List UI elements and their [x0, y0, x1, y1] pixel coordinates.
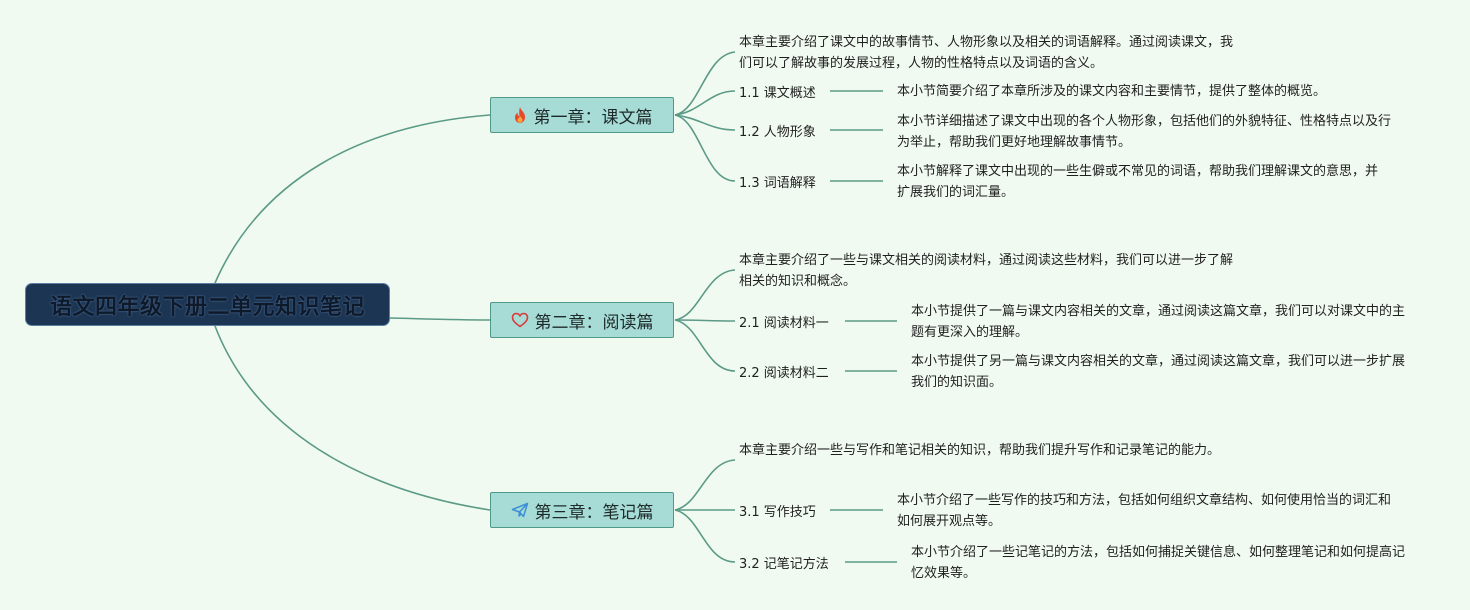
ch3-summary-link — [674, 459, 736, 511]
ch2-sec2-link — [674, 319, 736, 372]
fire-icon — [512, 106, 528, 124]
chapter-1-summary: 本章主要介绍了课文中的故事情节、人物形象以及相关的词语解释。通过阅读课文，我们可… — [739, 35, 1234, 71]
section-1-1-desc: 本小节简要介绍了本章所涉及的课文内容和主要情节，提供了整体的概览。 — [897, 84, 1327, 99]
ch3-sec2-link — [674, 509, 736, 563]
section-3-1-label[interactable]: 3.1 写作技巧 — [739, 505, 816, 520]
ch1-sec1-link — [674, 90, 736, 116]
section-2-2-desc: 本小节提供了另一篇与课文内容相关的文章，通过阅读这篇文章，我们可以进一步扩展我们… — [911, 354, 1406, 390]
ch2-summary-link — [674, 269, 736, 321]
chapter-1-title: 第一章：课文篇 — [533, 107, 653, 128]
root-topic[interactable]: 语文四年级下册二单元知识笔记 — [25, 283, 390, 326]
chapter-3-node[interactable]: 第三章：笔记篇 — [490, 492, 674, 528]
ch1-sec3-link — [674, 114, 736, 182]
section-1-1-label[interactable]: 1.1 课文概述 — [739, 86, 816, 101]
paper-plane-icon — [511, 502, 529, 518]
root-to-chapter-3-link — [214, 325, 491, 511]
root-to-chapter-1-link — [214, 114, 491, 284]
chapter-1-node[interactable]: 第一章：课文篇 — [490, 97, 674, 133]
heart-icon — [511, 312, 529, 328]
section-1-3-label[interactable]: 1.3 词语解释 — [739, 176, 816, 191]
section-1-3-desc: 本小节解释了课文中出现的一些生僻或不常见的词语，帮助我们理解课文的意思，并扩展我… — [897, 164, 1379, 200]
chapter-3-title: 第三章：笔记篇 — [534, 502, 654, 523]
chapter-2-title: 第二章：阅读篇 — [534, 312, 654, 333]
root-title: 语文四年级下册二单元知识笔记 — [49, 294, 365, 320]
ch1-sec2-link — [674, 114, 736, 131]
ch1-summary-link — [674, 51, 736, 116]
section-1-2-desc: 本小节详细描述了课文中出现的各个人物形象，包括他们的外貌特征、性格特点以及行为举… — [897, 114, 1392, 150]
section-2-1-label[interactable]: 2.1 阅读材料一 — [739, 316, 829, 331]
chapter-2-summary: 本章主要介绍了一些与课文相关的阅读材料，通过阅读这些材料，我们可以进一步了解相关… — [739, 253, 1234, 289]
section-1-2-label[interactable]: 1.2 人物形象 — [739, 125, 816, 140]
ch2-sec1-link — [674, 319, 736, 322]
section-2-1-desc: 本小节提供了一篇与课文内容相关的文章，通过阅读这篇文章，我们可以对课文中的主题有… — [911, 304, 1406, 340]
section-3-2-desc: 本小节介绍了一些记笔记的方法，包括如何捕捉关键信息、如何整理笔记和如何提高记忆效… — [911, 545, 1406, 581]
section-3-2-label[interactable]: 3.2 记笔记方法 — [739, 557, 829, 572]
root-to-chapter-2-link — [389, 317, 491, 321]
section-3-1-desc: 本小节介绍了一些写作的技巧和方法，包括如何组织文章结构、如何使用恰当的词汇和如何… — [897, 493, 1392, 529]
section-2-2-label[interactable]: 2.2 阅读材料二 — [739, 366, 829, 381]
chapter-2-node[interactable]: 第二章：阅读篇 — [490, 302, 674, 338]
chapter-3-summary: 本章主要介绍一些与写作和笔记相关的知识，帮助我们提升写作和记录笔记的能力。 — [739, 443, 1221, 458]
